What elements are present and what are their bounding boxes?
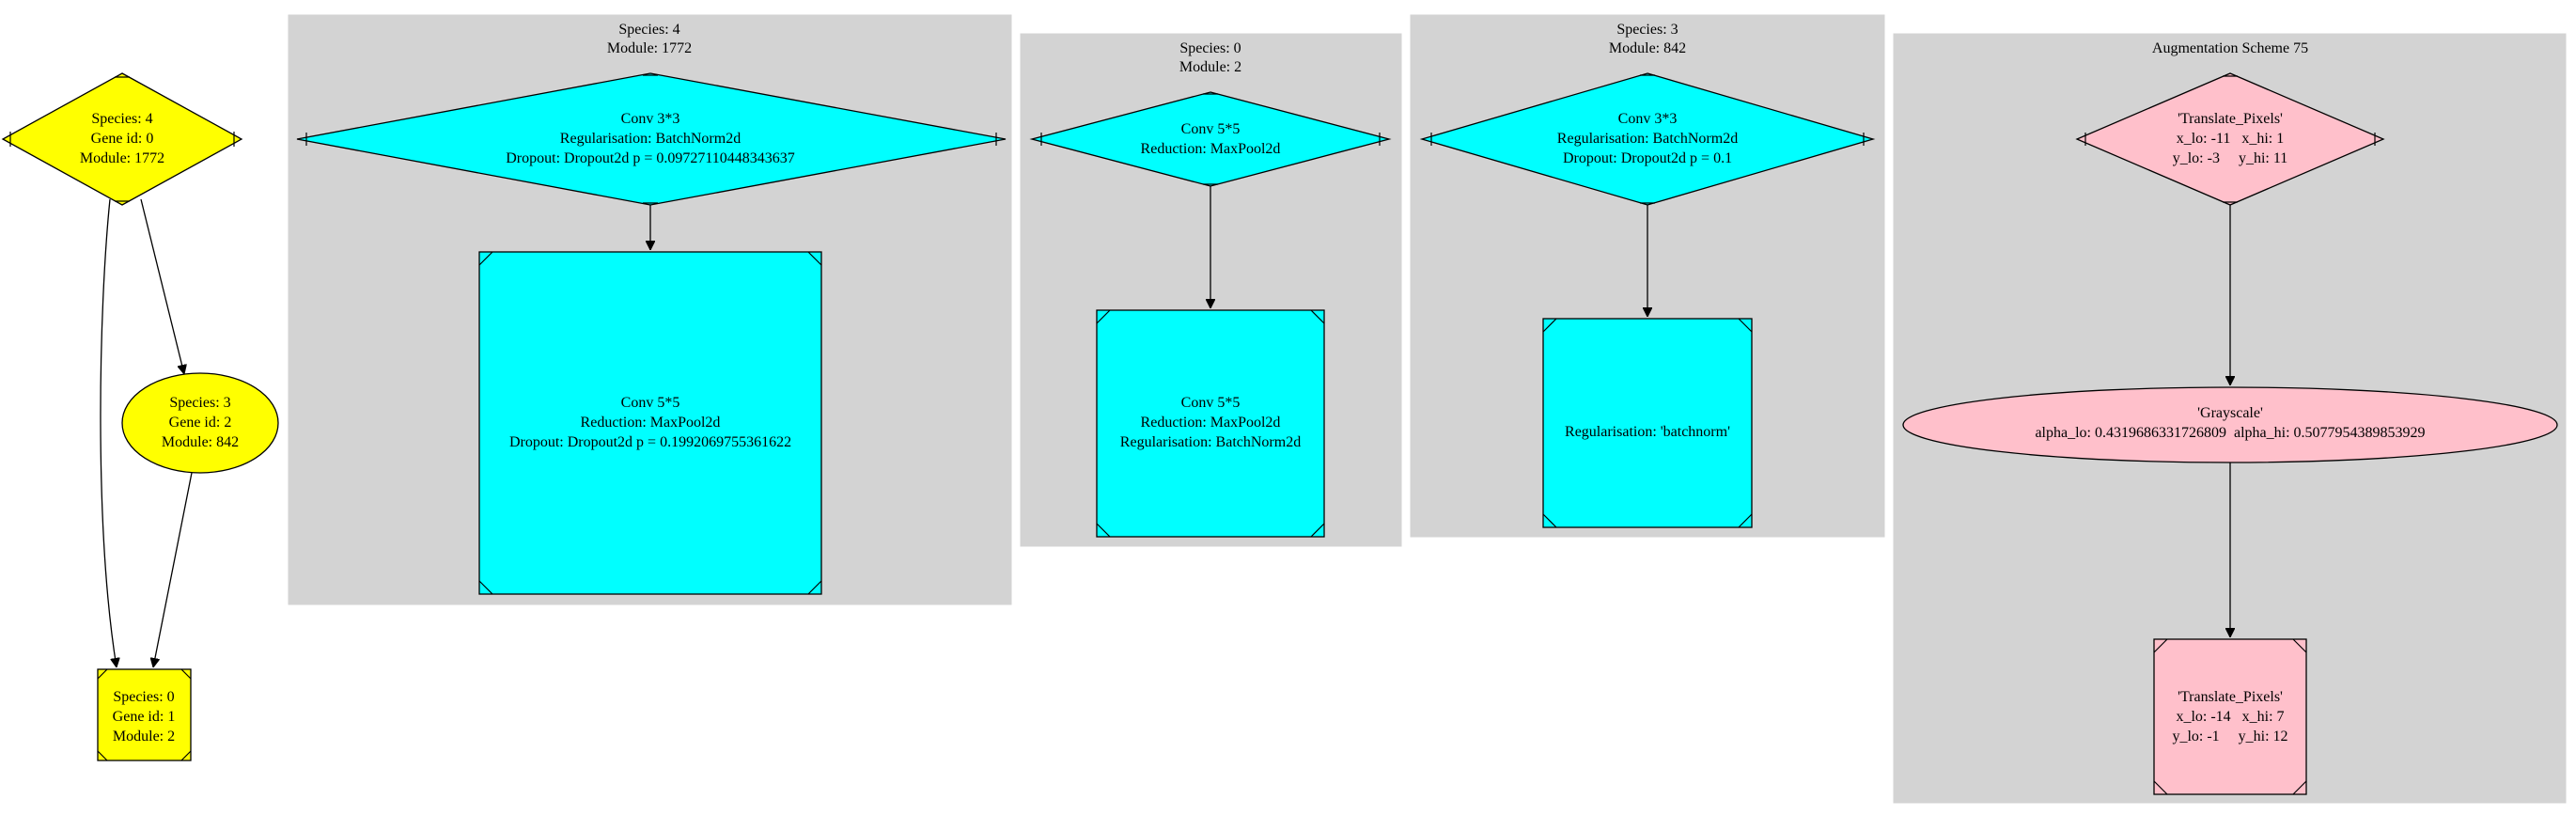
species3-line-3: Module: 842: [162, 434, 239, 450]
module-1772-conv3-line-2: Regularisation: BatchNorm2d: [560, 131, 741, 147]
module-842-node-regularisation[interactable]: Regularisation: 'batchnorm': [1542, 318, 1753, 528]
species3-line-2: Gene id: 2: [169, 415, 232, 431]
aug-translate2-line-1: 'Translate_Pixels': [2178, 689, 2283, 705]
species4-line-2: Gene id: 0: [91, 131, 154, 147]
blueprint-node-species0[interactable]: Species: 0 Gene id: 1 Module: 2: [97, 668, 192, 761]
aug-translate1-line-2: x_lo: -11 x_hi: 1: [2177, 131, 2285, 147]
species3-line-1: Species: 3: [169, 395, 230, 411]
cluster-2-title-2: Module: 2: [1179, 59, 1241, 75]
module-1772-conv5-line-2: Reduction: MaxPool2d: [581, 415, 721, 431]
species0-line-3: Module: 2: [113, 729, 175, 744]
species4-line-1: Species: 4: [91, 111, 152, 127]
edge-species4-to-species3: [140, 198, 184, 374]
augmentation-node-translate-pixels-1[interactable]: 'Translate_Pixels' x_lo: -11 x_hi: 1 y_l…: [2075, 72, 2385, 206]
aug-translate2-line-2: x_lo: -14 x_hi: 7: [2176, 709, 2284, 725]
cluster-module-842: Species: 3 Module: 842 Conv 3*3 Regulari…: [1410, 14, 1885, 538]
cluster-2-title-1: Species: 0: [1179, 40, 1241, 56]
module-2-conv5b-line-3: Regularisation: BatchNorm2d: [1120, 434, 1301, 450]
module-1772-node-conv3x3[interactable]: Conv 3*3 Regularisation: BatchNorm2d Dro…: [296, 72, 1007, 206]
cluster-842-title-1: Species: 3: [1616, 22, 1678, 38]
species0-line-1: Species: 0: [113, 689, 174, 705]
augmentation-title: Augmentation Scheme 75: [2152, 40, 2308, 56]
module-842-node-conv3x3[interactable]: Conv 3*3 Regularisation: BatchNorm2d Dro…: [1419, 72, 1876, 206]
module-1772-conv5-line-1: Conv 5*5: [621, 395, 680, 411]
cluster-842-title-2: Module: 842: [1609, 40, 1686, 56]
augmentation-node-grayscale[interactable]: 'Grayscale' alpha_lo: 0.4319686331726809…: [1902, 386, 2558, 463]
module-842-reg-line-1: Regularisation: 'batchnorm': [1565, 424, 1730, 440]
module-2-conv5a-line-1: Conv 5*5: [1181, 121, 1241, 137]
cluster-module-1772: Species: 4 Module: 1772 Conv 3*3 Regular…: [288, 14, 1012, 605]
blueprint-node-species3[interactable]: Species: 3 Gene id: 2 Module: 842: [121, 372, 279, 474]
module-2-node-conv5x5-a[interactable]: Conv 5*5 Reduction: MaxPool2d: [1029, 91, 1392, 187]
module-2-conv5b-line-1: Conv 5*5: [1181, 395, 1241, 411]
module-1772-conv3-line-1: Conv 3*3: [621, 111, 680, 127]
module-842-conv3-line-2: Regularisation: BatchNorm2d: [1557, 131, 1738, 147]
augmentation-node-translate-pixels-2[interactable]: 'Translate_Pixels' x_lo: -14 x_hi: 7 y_l…: [2153, 638, 2307, 795]
module-842-conv3-line-1: Conv 3*3: [1618, 111, 1678, 127]
cluster-1772-title-2: Module: 1772: [607, 40, 692, 56]
species0-line-2: Gene id: 1: [113, 709, 176, 725]
aug-translate2-line-3: y_lo: -1 y_hi: 12: [2172, 729, 2287, 744]
module-842-conv3-line-3: Dropout: Dropout2d p = 0.1: [1563, 150, 1732, 166]
cluster-1772-title-1: Species: 4: [618, 22, 679, 38]
blueprint-graph: Species: 4 Gene id: 0 Module: 1772 Speci…: [1, 72, 279, 761]
species4-line-3: Module: 1772: [80, 150, 164, 166]
aug-grayscale-line-2: alpha_lo: 0.4319686331726809 alpha_hi: 0…: [2035, 425, 2425, 441]
module-1772-conv5-line-3: Dropout: Dropout2d p = 0.199206975536162…: [509, 434, 791, 450]
module-2-node-conv5x5-b[interactable]: Conv 5*5 Reduction: MaxPool2d Regularisa…: [1096, 309, 1325, 538]
cluster-augmentation-scheme: Augmentation Scheme 75 'Translate_Pixels…: [1893, 33, 2567, 804]
aug-translate1-line-1: 'Translate_Pixels': [2178, 111, 2283, 127]
edge-species3-to-species0: [153, 472, 193, 667]
cluster-module-2: Species: 0 Module: 2 Conv 5*5 Reduction:…: [1020, 33, 1402, 547]
module-2-conv5a-line-2: Reduction: MaxPool2d: [1141, 141, 1281, 157]
module-1772-node-conv5x5[interactable]: Conv 5*5 Reduction: MaxPool2d Dropout: D…: [478, 251, 822, 595]
aug-grayscale-line-1: 'Grayscale': [2197, 405, 2263, 421]
edge-species4-to-species0: [100, 198, 117, 667]
module-1772-conv3-line-3: Dropout: Dropout2d p = 0.097271104483436…: [506, 150, 795, 166]
aug-translate1-line-3: y_lo: -3 y_hi: 11: [2173, 150, 2288, 166]
module-2-conv5b-line-2: Reduction: MaxPool2d: [1141, 415, 1281, 431]
blueprint-node-species4[interactable]: Species: 4 Gene id: 0 Module: 1772: [1, 72, 243, 206]
